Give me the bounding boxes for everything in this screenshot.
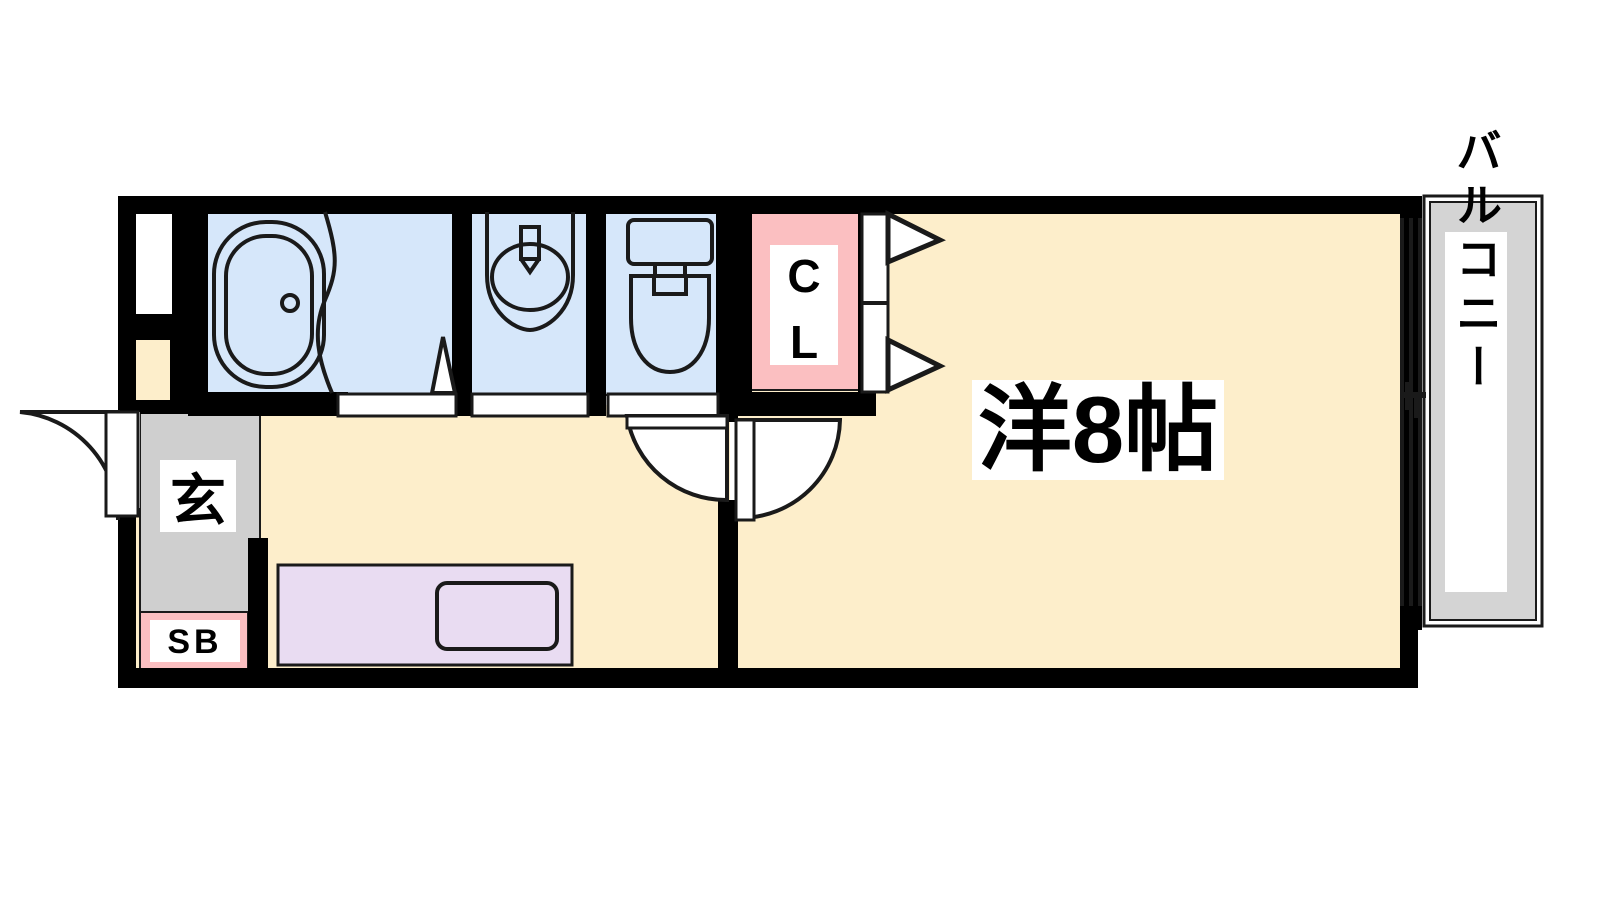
closet-label-l: L xyxy=(790,316,818,368)
closet-area: C L xyxy=(749,209,861,391)
closet-label-c: C xyxy=(787,250,820,302)
washroom-sliding-door[interactable] xyxy=(470,392,590,418)
balcony-area: バルコニー xyxy=(1422,127,1544,628)
wall-left-inner-vertical xyxy=(170,196,192,412)
sash-stile-a xyxy=(1405,382,1409,410)
wall-bottom-outer xyxy=(118,668,1418,688)
sash-overlap-mark xyxy=(1400,392,1426,398)
main-room-label: 洋8帖 xyxy=(978,377,1218,482)
closet-door-fold-upper[interactable] xyxy=(885,209,946,266)
wall-entrance-top xyxy=(130,400,260,414)
balcony-door-head-block xyxy=(1400,196,1422,218)
toilet-bowl xyxy=(629,274,711,375)
washbasin-bowl xyxy=(490,242,570,312)
wall-bath-left xyxy=(188,210,208,415)
entrance-label: 玄 xyxy=(170,469,226,532)
wall-closet-bottom xyxy=(716,392,876,416)
closet-door-fold-lower[interactable] xyxy=(885,335,946,394)
closet-label-plate xyxy=(770,245,838,365)
bath-screen-line xyxy=(315,211,337,394)
entrance-label-plate xyxy=(160,460,236,532)
sash-line-3 xyxy=(1418,214,1422,610)
shoe-box-label: SB xyxy=(167,623,222,661)
balcony-sliding-door[interactable] xyxy=(1400,196,1426,630)
kitchen-sink-icon xyxy=(435,581,559,651)
bath-sliding-door[interactable] xyxy=(336,392,458,418)
walls xyxy=(118,196,1418,688)
balcony-label-plate xyxy=(1445,232,1507,592)
wall-left-window-sill xyxy=(118,314,192,340)
wall-bath-bottom-thin xyxy=(240,398,360,412)
shoe-box-area: SB xyxy=(139,611,249,671)
balcony-door-sill-block xyxy=(1400,606,1422,630)
hall-door-left[interactable] xyxy=(624,414,729,503)
toilet-icon xyxy=(626,218,714,375)
main-room-door[interactable] xyxy=(734,418,843,522)
wall-top-outer xyxy=(118,196,1418,214)
hall-door-left-swing[interactable] xyxy=(624,414,729,503)
sliding-door-panels xyxy=(336,392,720,418)
room-toilet-floor xyxy=(604,209,718,396)
washbasin-faucet xyxy=(519,225,541,261)
sash-line-1 xyxy=(1400,214,1404,610)
closet-folding-door[interactable] xyxy=(860,209,946,394)
main-room-door-leaf[interactable] xyxy=(734,418,756,522)
wall-entrance-right-lower xyxy=(248,538,268,672)
toilet-seat-notch xyxy=(652,274,688,296)
balcony-label: バルコニー xyxy=(1450,127,1502,397)
wall-left-upper xyxy=(118,196,136,412)
entrance-area: 玄 xyxy=(139,411,261,613)
wall-toilet-closet xyxy=(716,200,752,400)
hall-door-left-leaf[interactable] xyxy=(625,414,729,430)
wall-bath-washroom xyxy=(452,200,472,400)
washbasin-icon xyxy=(485,212,575,333)
bathtub-inner xyxy=(224,234,314,376)
toilet-sliding-door[interactable] xyxy=(606,392,720,418)
wall-left-lower xyxy=(118,508,136,688)
entrance-door[interactable] xyxy=(19,410,140,521)
wall-washroom-toilet xyxy=(586,200,606,400)
window-left-exterior xyxy=(136,214,172,314)
bathtub-drain xyxy=(280,293,300,313)
washbasin-faucet-tip xyxy=(519,257,541,276)
main-room-label-group: 洋8帖 xyxy=(972,377,1224,482)
wall-bottom-seg-b xyxy=(586,392,606,416)
entrance-door-leaf[interactable] xyxy=(104,410,140,518)
main-room-label-plate xyxy=(972,380,1224,480)
sash-stile-b xyxy=(1414,392,1418,418)
wall-hall-main xyxy=(718,500,738,680)
kitchen-counter xyxy=(276,563,574,667)
shoe-box-label-plate xyxy=(150,620,240,662)
sash-line-2 xyxy=(1409,214,1413,610)
washbasin-counter xyxy=(485,212,575,333)
